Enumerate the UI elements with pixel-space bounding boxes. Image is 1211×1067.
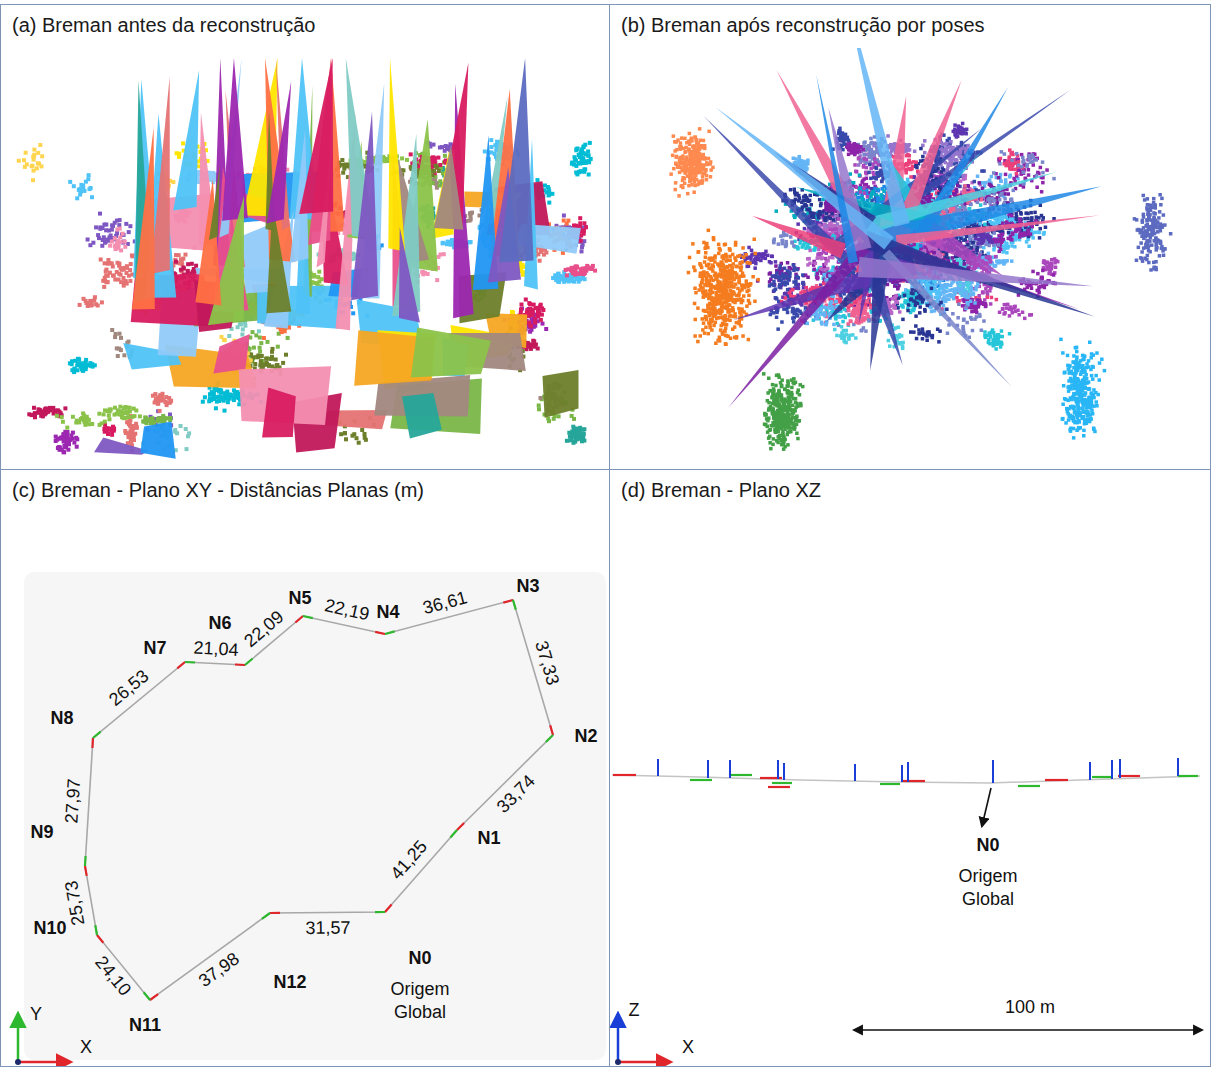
figure-page: N5N4N322,1936,61N622,09N721,04N826,5337,… (0, 0, 1211, 1067)
